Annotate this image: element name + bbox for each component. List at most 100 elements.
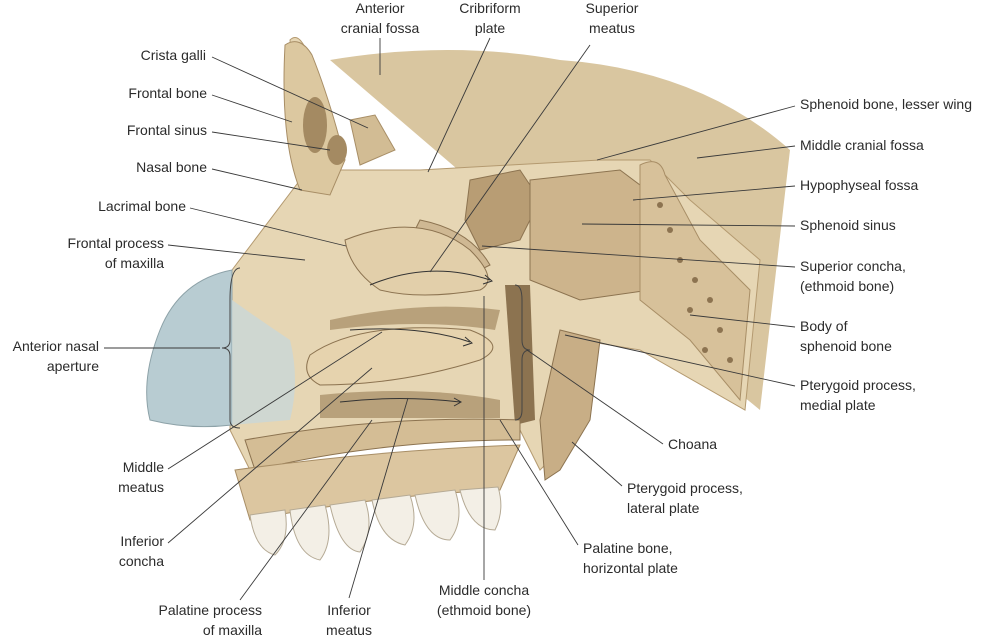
label-line: Pterygoid process, bbox=[800, 377, 916, 393]
leader-line-sphenoid-sinus bbox=[581, 223, 796, 227]
leader-line-cribriform-plate bbox=[427, 37, 491, 173]
leader-line-frontal-bone bbox=[211, 94, 293, 123]
leader-line-nasal-bone bbox=[211, 168, 303, 191]
label-line: Lacrimal bone bbox=[98, 198, 186, 214]
crista-galli-shape bbox=[349, 114, 396, 166]
hard-palate-shape bbox=[244, 418, 521, 471]
leader-line-frontal-process-of-maxilla bbox=[167, 244, 306, 261]
label-frontal-bone: Frontal bone bbox=[128, 83, 207, 103]
middle-meatus-shadow bbox=[330, 306, 500, 330]
label-body-of-sphenoid: Body of sphenoid bone bbox=[800, 316, 892, 356]
label-line: (ethmoid bone) bbox=[436, 602, 532, 618]
sphenoid-trabeculae bbox=[657, 202, 733, 363]
label-line: Choana bbox=[668, 436, 718, 452]
label-line: Superior concha, bbox=[800, 258, 906, 274]
leader-line-inferior-meatus bbox=[348, 397, 409, 599]
leader-line-inferior-concha bbox=[167, 367, 373, 544]
label-line: Middle concha bbox=[438, 582, 530, 598]
label-inferior-concha: Inferior concha bbox=[119, 531, 164, 571]
label-line: of maxilla bbox=[202, 622, 262, 638]
leader-line-middle-meatus bbox=[167, 331, 383, 470]
leader-line-palatine-bone-horizontal-plate bbox=[499, 419, 579, 546]
label-line: cranial fossa bbox=[340, 20, 420, 36]
label-line: aperture bbox=[46, 358, 99, 374]
label-line: Anterior bbox=[355, 0, 405, 16]
aperture-inner bbox=[232, 300, 295, 425]
label-pterygoid-lateral-plate: Pterygoid process, lateral plate bbox=[627, 478, 743, 518]
pterygoid-shape bbox=[539, 329, 601, 481]
teeth bbox=[249, 486, 502, 561]
label-line: sphenoid bone bbox=[800, 338, 892, 354]
leader-line-pterygoid-lateral-plate bbox=[571, 441, 623, 487]
leader-line-body-of-sphenoid bbox=[689, 314, 796, 328]
label-superior-meatus: Superior meatus bbox=[586, 0, 639, 38]
label-line: Nasal bone bbox=[136, 159, 207, 175]
ethmoid-cells bbox=[464, 169, 541, 251]
label-line: (ethmoid bone) bbox=[800, 278, 895, 294]
label-line: Sphenoid bone, lesser wing bbox=[800, 96, 973, 112]
leader-line-palatine-process-of-maxilla bbox=[239, 419, 373, 601]
label-line: plate bbox=[474, 20, 506, 36]
leader-line-sphenoid-lesser-wing bbox=[596, 105, 796, 161]
label-hypophyseal-fossa: Hypophyseal fossa bbox=[800, 175, 918, 195]
label-pterygoid-medial-plate: Pterygoid process,medial plate bbox=[800, 375, 916, 415]
label-line: of maxilla bbox=[104, 255, 164, 271]
label-choana: Choana bbox=[668, 434, 717, 454]
label-cribriform-plate: Cribriform plate bbox=[459, 0, 520, 38]
label-line: Anterior nasal bbox=[12, 338, 99, 354]
label-line: Pterygoid process, bbox=[627, 480, 743, 496]
leader-line-superior-meatus bbox=[429, 44, 591, 273]
label-line: Body of bbox=[800, 318, 848, 334]
label-line: Frontal sinus bbox=[126, 122, 207, 138]
label-line: Middle bbox=[122, 459, 164, 475]
label-superior-concha: Superior concha, (ethmoid bone) bbox=[800, 256, 906, 296]
label-palatine-process-of-maxilla: Palatine process of maxilla bbox=[158, 600, 262, 640]
label-anterior-nasal-aperture: Anterior nasal aperture bbox=[13, 336, 99, 376]
label-inferior-meatus: Inferior meatus bbox=[326, 600, 372, 640]
label-line: Palatine process bbox=[158, 602, 262, 618]
choana-brace bbox=[514, 284, 531, 421]
label-line: Hypophyseal fossa bbox=[800, 177, 919, 193]
frontal-sinus-shape bbox=[303, 97, 327, 153]
label-line: Superior bbox=[585, 0, 639, 16]
label-sphenoid-lesser-wing: Sphenoid bone, lesser wing bbox=[800, 94, 972, 114]
leader-line-superior-concha bbox=[481, 245, 796, 268]
frontal-sinus-shape-2 bbox=[327, 135, 347, 165]
inferior-meatus-shadow bbox=[320, 391, 500, 418]
label-line: Frontal bone bbox=[128, 85, 207, 101]
label-middle-cranial-fossa: Middle cranial fossa bbox=[800, 135, 924, 155]
label-line: Cribriform bbox=[459, 0, 521, 16]
skull-drawing bbox=[146, 37, 790, 561]
leader-line-frontal-sinus bbox=[211, 131, 331, 151]
label-middle-concha: Middle concha (ethmoid bone) bbox=[437, 580, 531, 620]
label-line: Crista galli bbox=[140, 47, 206, 63]
label-line: concha bbox=[118, 553, 164, 569]
leader-line-crista-galli bbox=[211, 56, 369, 129]
label-line: Inferior bbox=[120, 533, 164, 549]
leader-line-hypophyseal-fossa bbox=[632, 185, 796, 201]
label-palatine-bone-horizontal-plate: Palatine bone, horizontal plate bbox=[583, 538, 678, 578]
leader-line-lacrimal-bone bbox=[189, 207, 347, 247]
middle-concha-shape bbox=[344, 226, 489, 296]
label-line: lateral plate bbox=[627, 500, 700, 516]
label-crista-galli: Crista galli bbox=[141, 45, 206, 65]
label-line: Frontal process bbox=[67, 235, 164, 251]
choana-shape bbox=[505, 285, 535, 425]
label-line: Palatine bone, bbox=[583, 540, 673, 556]
label-line: Middle cranial fossa bbox=[800, 137, 924, 153]
leader-line-middle-cranial-fossa bbox=[696, 145, 796, 159]
label-line: horizontal plate bbox=[583, 560, 678, 576]
leader-line-pterygoid-medial-plate bbox=[564, 334, 796, 387]
label-sphenoid-sinus: Sphenoid sinus bbox=[800, 215, 896, 235]
label-anterior-cranial-fossa: Anterior cranial fossa bbox=[341, 0, 420, 38]
label-frontal-sinus: Frontal sinus bbox=[127, 120, 207, 140]
label-frontal-process-of-maxilla: Frontal process of maxilla bbox=[68, 233, 164, 273]
label-line: Inferior bbox=[327, 602, 371, 618]
label-line: meatus bbox=[589, 20, 635, 36]
label-line: meatus bbox=[326, 622, 372, 638]
label-lacrimal-bone: Lacrimal bone bbox=[98, 196, 186, 216]
label-nasal-bone: Nasal bone bbox=[136, 157, 207, 177]
aperture-brace bbox=[221, 267, 241, 429]
